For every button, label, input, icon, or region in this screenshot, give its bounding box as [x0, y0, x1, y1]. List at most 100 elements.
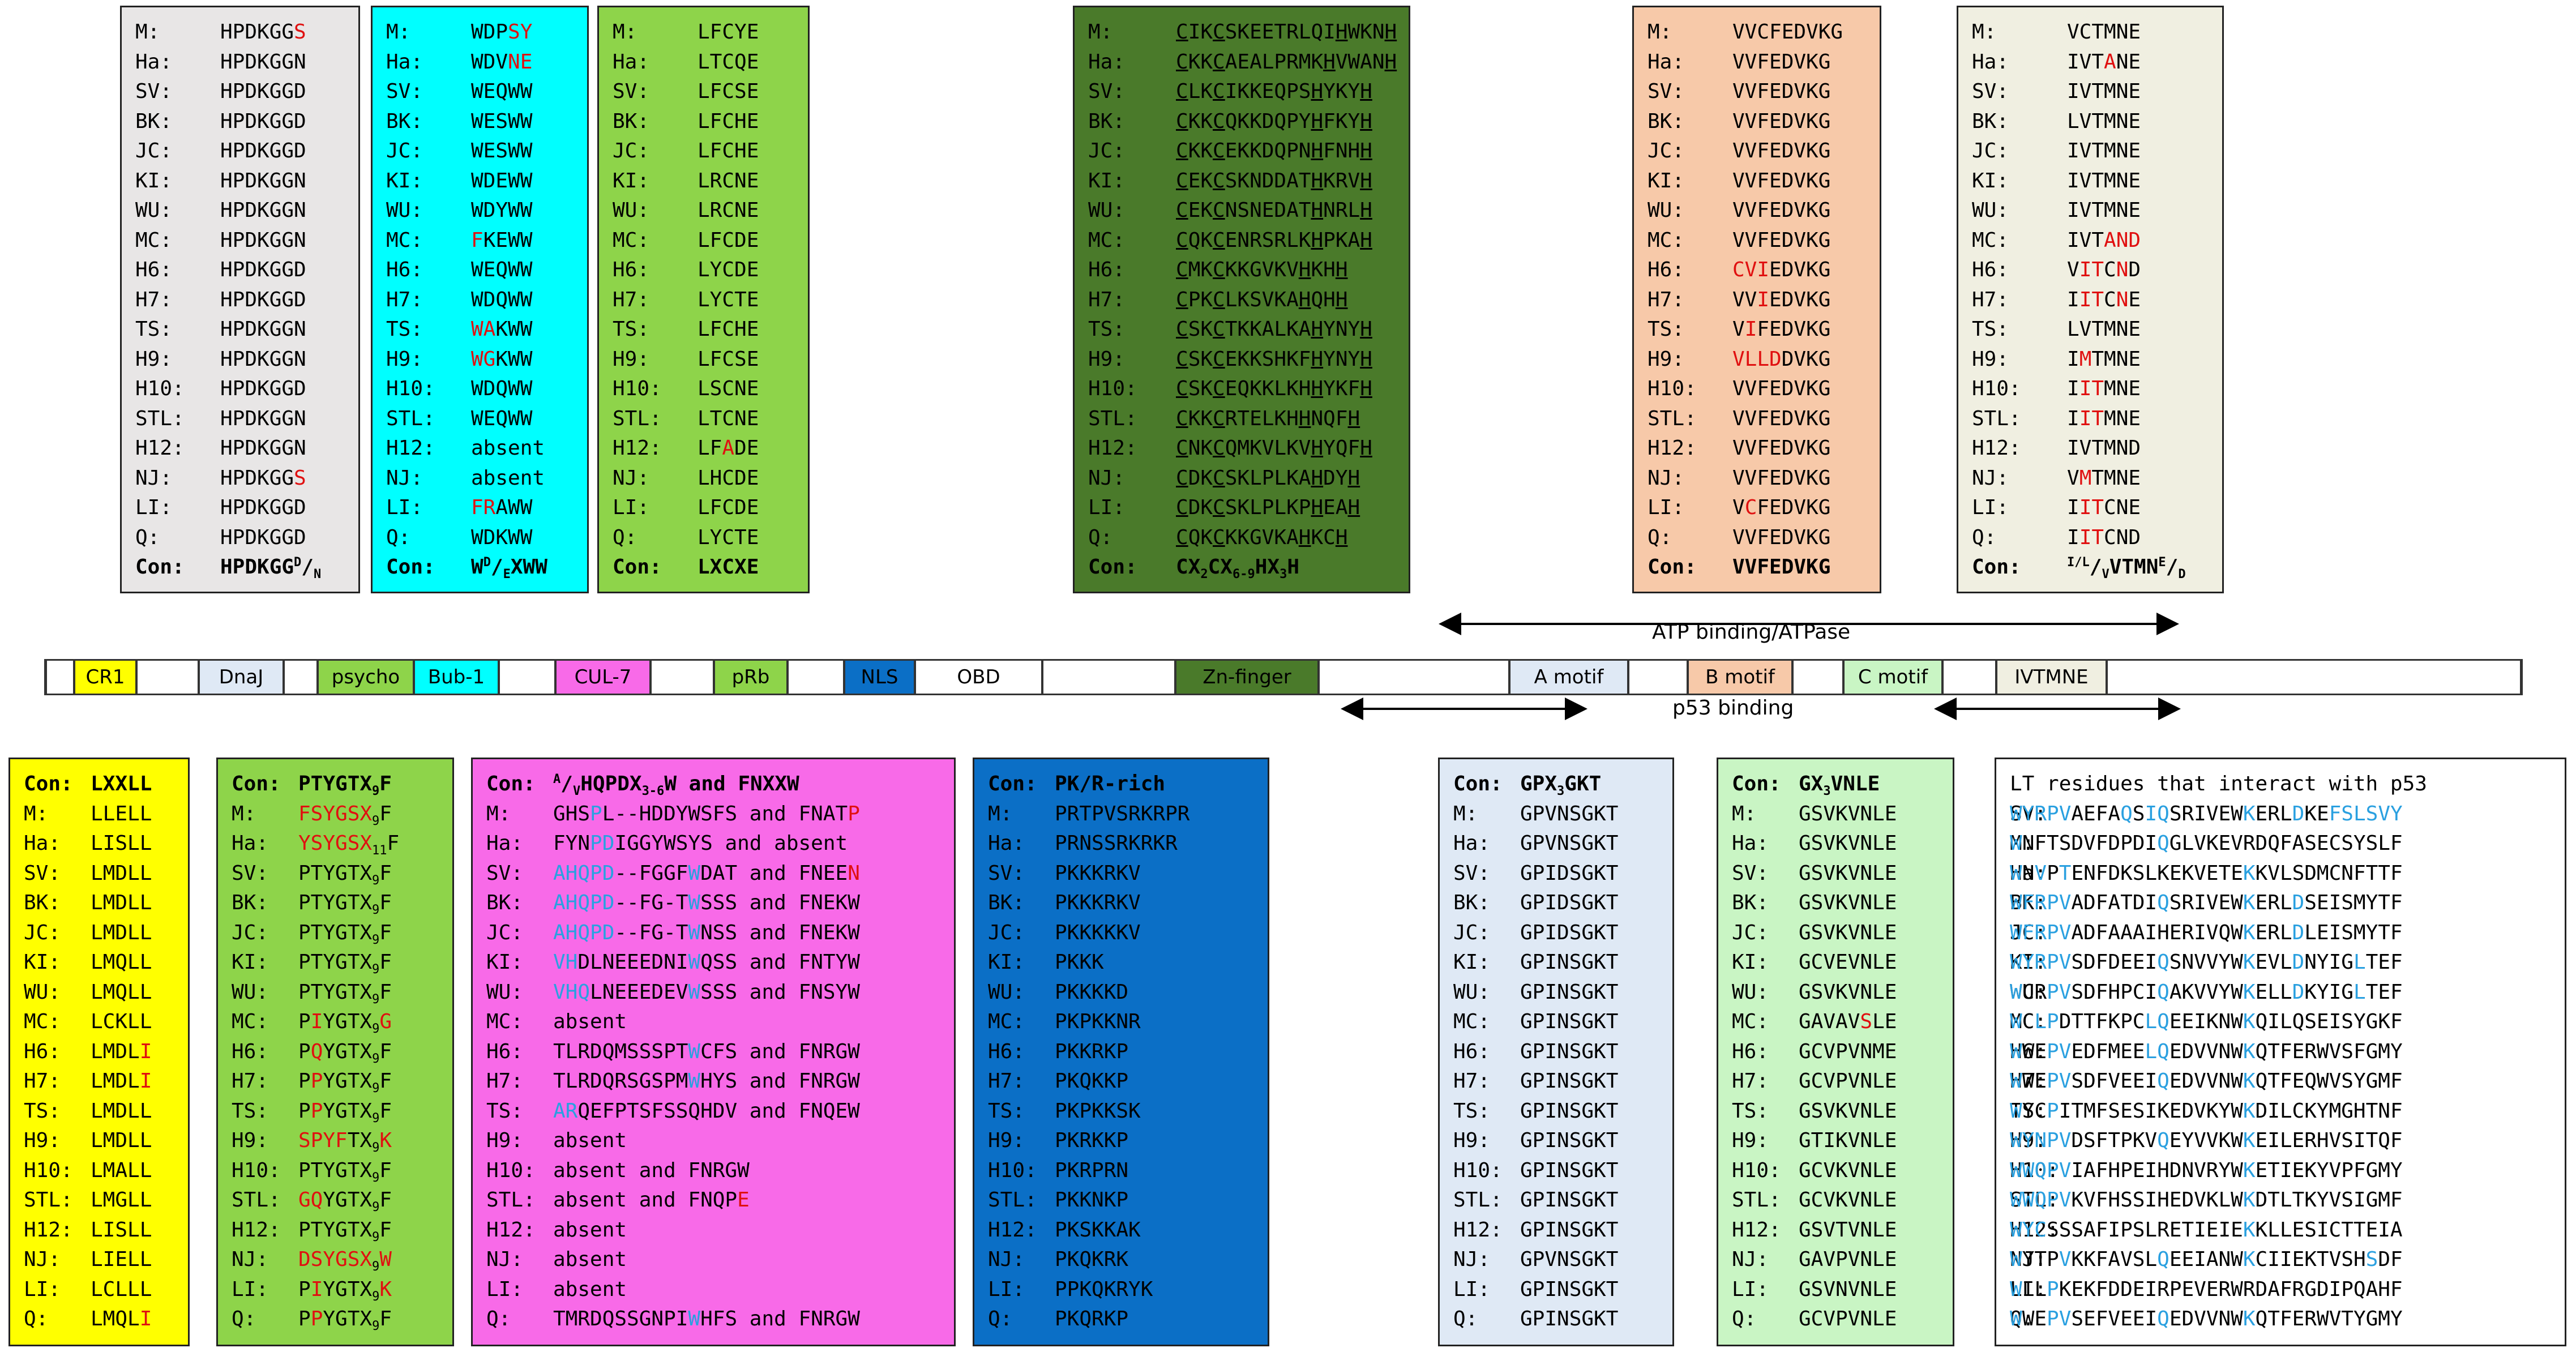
- motif-sequence: LTCQE: [698, 50, 759, 74]
- virus-label: Q:: [135, 525, 160, 549]
- virus-label: WU:: [232, 980, 269, 1004]
- sequence-row: WU:PKKKKD: [988, 978, 1268, 1008]
- virus-label: WU:: [486, 980, 524, 1004]
- motif-sequence: IVTMNE: [2067, 199, 2141, 222]
- sequence-row: LI:PIYGTX9K: [232, 1275, 452, 1305]
- sequence-row: TS:PPYGTX9F: [232, 1097, 452, 1127]
- motif-sequence: FKEWW: [471, 228, 533, 252]
- sequence-row: H12:PKSKKAK: [988, 1216, 1268, 1246]
- motif-sequence: PKKK: [1055, 951, 1104, 974]
- sequence-row: KI:GPINSGKT: [1453, 948, 1672, 978]
- virus-label: H12:: [1088, 437, 1137, 460]
- virus-label: NJ:: [1732, 1248, 1769, 1271]
- virus-label: LI:: [486, 1277, 524, 1301]
- sequence-row: NJ:DSYGSX9W: [232, 1245, 452, 1275]
- virus-label: BK:: [135, 109, 173, 133]
- motif-sequence: absent: [471, 437, 545, 460]
- sequence-row: MC:absent: [486, 1007, 954, 1037]
- virus-label: JC:: [24, 921, 61, 944]
- motif-sequence: HPDKGGN: [220, 228, 306, 252]
- motif-sequence: LHCDE: [698, 466, 759, 490]
- sequence-row: MC:FKEWW: [386, 226, 587, 256]
- motif-sequence: WD/EXWW: [471, 555, 547, 582]
- sequence-row: BK:WFRPVADFATDIQSRIVEWKERLDSEISMYTF: [2010, 888, 2565, 918]
- virus-label: H10:: [1732, 1158, 1781, 1182]
- motif-sequence: absent: [553, 1248, 627, 1271]
- motif-sequence: PIYGTX9G: [298, 1010, 392, 1037]
- sequence-row: Q:PKQRKP: [988, 1304, 1268, 1334]
- sequence-row: H12:VVFEDVKG: [1648, 434, 1880, 464]
- motif-sequence: LRCNE: [698, 169, 759, 192]
- virus-label: Q:: [613, 525, 637, 549]
- motif-sequence: PPYGTX9F: [298, 1069, 392, 1096]
- sequence-row: Ha:WNVPTENFDKSLKEKVETEKKVLSDMCNFTTF: [2010, 859, 2565, 889]
- motif-sequence: HPDKGGN: [220, 199, 306, 222]
- motif-sequence: TLRDQRSGSPMWHYS and FNRGW: [553, 1069, 860, 1093]
- motif-sequence: WESWW: [471, 109, 533, 133]
- virus-label: H6:: [386, 258, 423, 281]
- motif-sequence: WEQWW: [471, 258, 533, 281]
- domain-spacer: [1792, 661, 1843, 694]
- sequence-row: JC:LMDLL: [24, 918, 188, 948]
- virus-label: LI:: [232, 1277, 269, 1301]
- motif-sequence: WYTPVKKFAVSLQEEIANWKCIIEKTVSHSDF: [2010, 1248, 2403, 1271]
- virus-label: NJ:: [135, 466, 173, 490]
- sequence-row: M:VVCFEDVKG: [1648, 18, 1880, 48]
- virus-label: TS:: [1732, 1099, 1769, 1123]
- virus-label: TS:: [486, 1099, 524, 1123]
- sequence-row: JC:VVFEDVKG: [1648, 136, 1880, 166]
- motif-sequence: HPDKGGD: [220, 525, 306, 549]
- virus-label: TS:: [613, 318, 650, 341]
- sequence-row: JC:HPDKGGD: [135, 136, 358, 166]
- sequence-row: JC:GSVKVNLE: [1732, 918, 1953, 948]
- motif-sequence: YSYGSX11F: [298, 832, 400, 858]
- virus-label: KI:: [24, 951, 61, 974]
- motif-sequence: CEKCNSNEDATHNRLH: [1176, 199, 1372, 222]
- consensus-row: Con:VVFEDVKG: [1648, 553, 1880, 583]
- sequence-row: LI:HPDKGGD: [135, 493, 358, 523]
- virus-label: STL:: [486, 1188, 536, 1212]
- sequence-row: JC:CKKCEKKDQPNHFNHH: [1088, 136, 1409, 166]
- virus-label: NJ:: [486, 1248, 524, 1271]
- sequence-row: H7:HPDKGGD: [135, 285, 358, 315]
- motif-sequence: HPDKGGN: [220, 318, 306, 341]
- motif-sequence: WWQPVKVFHSSIHEDVKLWKDTLTKYVSIGMF: [2010, 1188, 2403, 1212]
- domain-spacer: [788, 661, 844, 694]
- motif-sequence: GPVNSGKT: [1520, 832, 1619, 855]
- sequence-row: H12:IVTMND: [1972, 434, 2222, 464]
- sequence-row: Q:CQKCKKGVKAHKCH: [1088, 523, 1409, 553]
- sequence-row: LI:IITCNE: [1972, 493, 2222, 523]
- sequence-row: Ha:HPDKGGN: [135, 48, 358, 78]
- motif-sequence: FSYGSX9F: [298, 802, 392, 828]
- sequence-row: H6:PQYGTX9F: [232, 1037, 452, 1067]
- motif-sequence: absent: [553, 1277, 627, 1301]
- sequence-row: KI:GCVEVNLE: [1732, 948, 1953, 978]
- sequence-row: H10:LMALL: [24, 1156, 188, 1186]
- sequence-row: TS:GSVKVNLE: [1732, 1097, 1953, 1127]
- sequence-row: MC:VVFEDVKG: [1648, 226, 1880, 256]
- sequence-row: TS:LFCHE: [613, 315, 808, 345]
- sequence-row: H7:LYCTE: [613, 285, 808, 315]
- virus-label: Ha:: [1088, 50, 1126, 74]
- sequence-row: H6:WWEPVEDFMEELQEDVVNWKQTFERWVSFGMY: [2010, 1037, 2565, 1067]
- motif-sequence: LFCHE: [698, 139, 759, 162]
- virus-label: H9:: [1453, 1129, 1491, 1152]
- sequence-row: H10:HPDKGGD: [135, 374, 358, 404]
- sequence-row: SV:VVFEDVKG: [1648, 77, 1880, 107]
- virus-label: LI:: [1088, 496, 1126, 519]
- motif-sequence: VVFEDVKG: [1732, 525, 1831, 549]
- motif-sequence: GPINSGKT: [1520, 1307, 1619, 1330]
- domain-spacer: [1319, 661, 1509, 694]
- virus-label: Con:: [232, 772, 281, 795]
- sequence-row: H10:CSKCEQKKLKHHYKFH: [1088, 374, 1409, 404]
- motif-sequence: GCVPVNLE: [1799, 1069, 1897, 1093]
- virus-label: MC:: [1732, 1010, 1769, 1033]
- virus-label: H7:: [1648, 288, 1685, 311]
- sequence-row: SV:CLKCIKKEQPSHYKYH: [1088, 77, 1409, 107]
- virus-label: Ha:: [1732, 832, 1769, 855]
- motif-sequence: HPDKGGN: [220, 407, 306, 430]
- sequence-row: KI:CEKCSKNDDATHKRVH: [1088, 166, 1409, 196]
- sequence-row: Ha:LTCQE: [613, 48, 808, 78]
- motif-sequence: HPDKGGD: [220, 288, 306, 311]
